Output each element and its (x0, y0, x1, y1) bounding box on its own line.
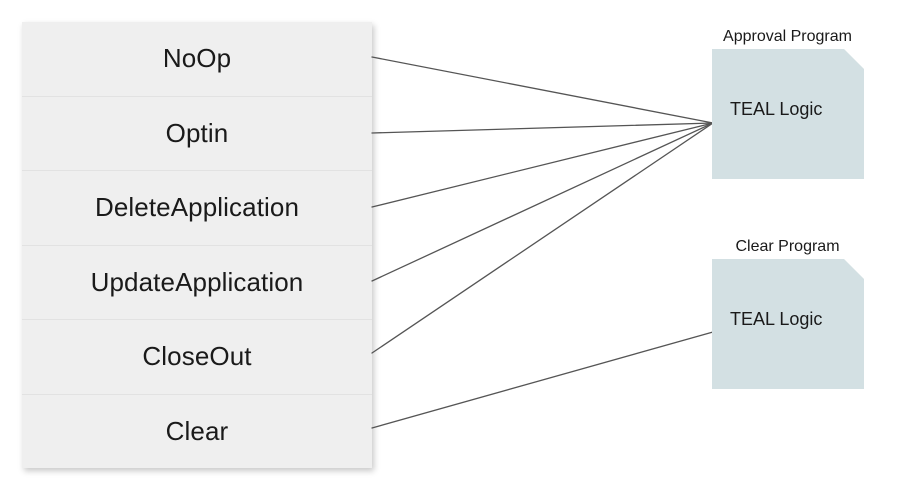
operation-label-closeout: CloseOut (142, 341, 252, 372)
connector-noop-to-approval-program (371, 56, 714, 124)
approval-program-body-label: TEAL Logic (730, 99, 823, 119)
connector-clear-to-clear-program (371, 331, 714, 429)
approval-program-title: Approval Program (723, 28, 852, 45)
list-item[interactable]: Optin (22, 95, 372, 170)
operation-label-deleteapplication: DeleteApplication (94, 192, 300, 223)
clear-program-body-label: TEAL Logic (730, 309, 823, 329)
approval-program-box[interactable]: TEAL Logic (712, 49, 864, 179)
operation-label-updateapplication: UpdateApplication (90, 266, 304, 297)
operations-panel: NoOp Optin DeleteApplication UpdateAppli… (22, 22, 372, 468)
connector-updateapplication-to-approval-program (371, 122, 714, 282)
list-item[interactable]: Clear (22, 393, 372, 468)
connector-optin-to-approval-program (371, 122, 714, 134)
operation-label-optin: Optin (165, 117, 229, 148)
list-item[interactable]: CloseOut (22, 319, 372, 394)
list-item[interactable]: DeleteApplication (22, 170, 372, 245)
operation-label-clear: Clear (165, 415, 229, 446)
clear-program-group: Clear Program TEAL Logic (700, 238, 875, 389)
list-item[interactable]: NoOp (22, 22, 372, 96)
connector-deleteapplication-to-approval-program (371, 122, 714, 208)
clear-program-title: Clear Program (735, 238, 840, 255)
operation-label-noop: NoOp (162, 43, 232, 74)
clear-program-box[interactable]: TEAL Logic (712, 259, 864, 389)
approval-program-group: Approval Program TEAL Logic (700, 28, 875, 179)
list-item[interactable]: UpdateApplication (22, 244, 372, 319)
connector-closeout-to-approval-program (371, 122, 714, 354)
